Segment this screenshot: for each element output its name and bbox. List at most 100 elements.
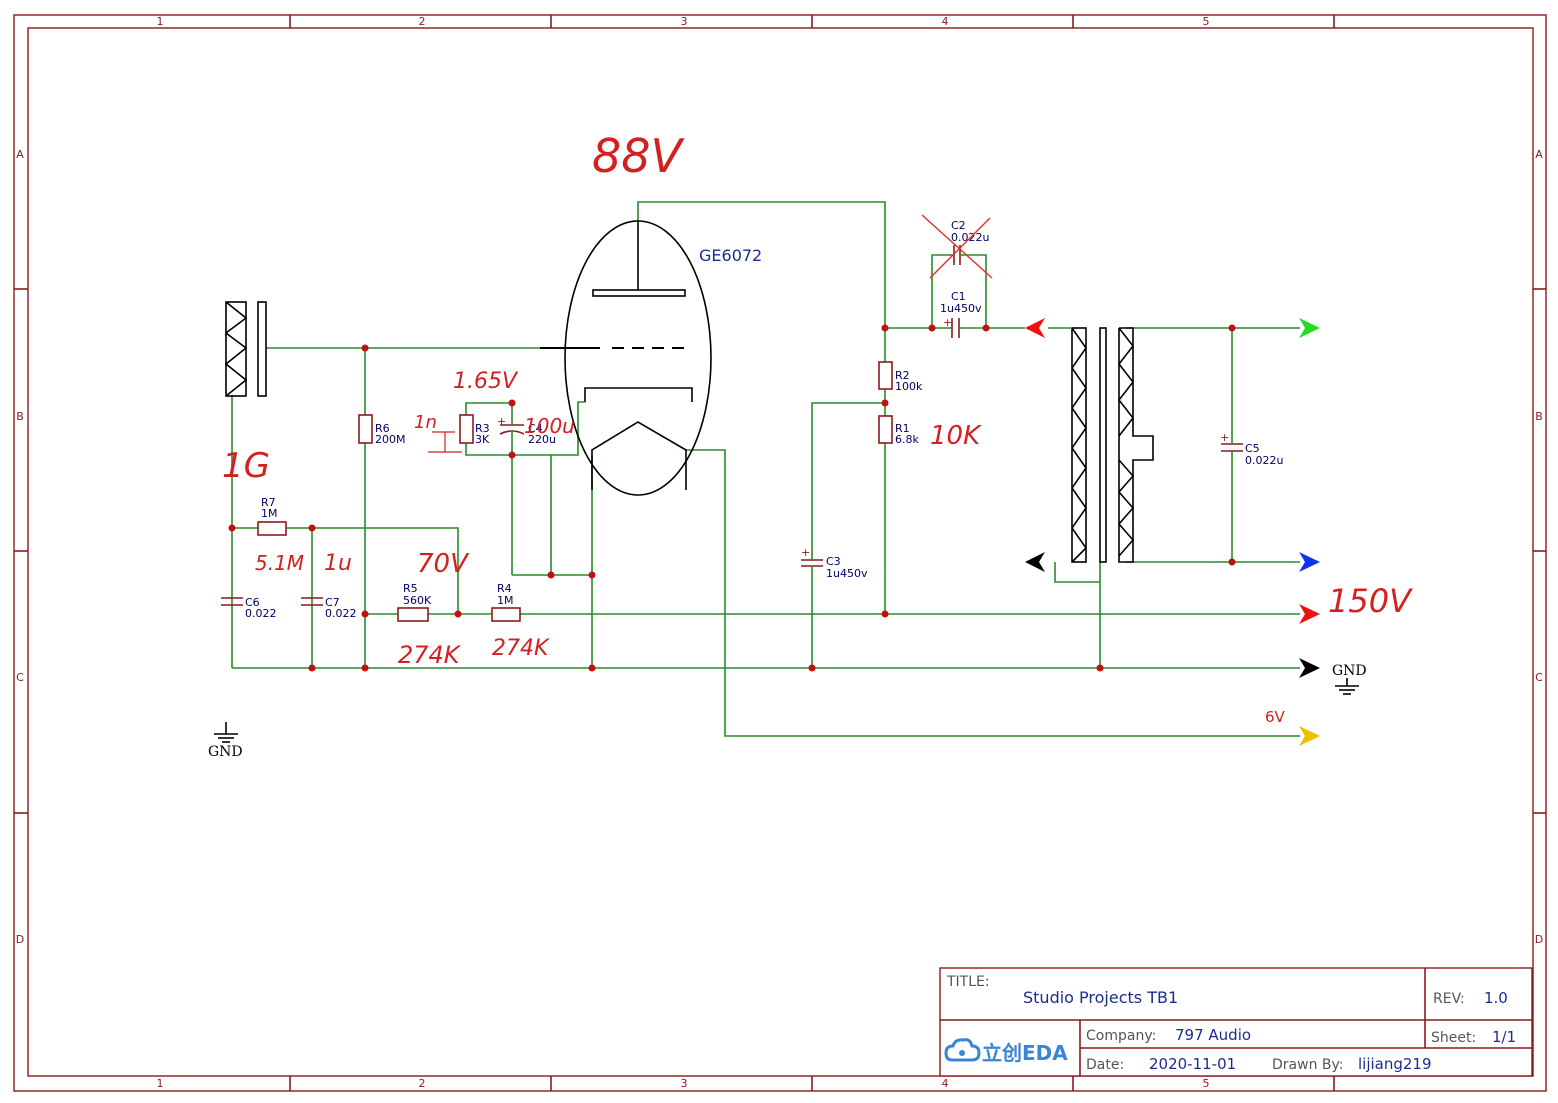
- gnd-symbol-left: GND: [208, 722, 243, 760]
- capacitor-c6: [221, 597, 243, 606]
- resistor-r6: [358, 414, 373, 444]
- row-label-d-right: D: [1535, 933, 1543, 946]
- eda-logo: 立创EDA: [944, 1038, 1068, 1065]
- row-label-c: C: [16, 671, 24, 684]
- title-block: TITLE: Studio Projects TB1 REV: 1.0 Comp…: [939, 967, 1533, 1077]
- resistors: R7 1M R6 200M R3 3K R5 560K R4 1M R2 100…: [257, 361, 923, 622]
- gnd-symbol-right: GND: [1332, 663, 1367, 695]
- note-r1: 10K: [930, 421, 982, 451]
- col-label-5-bottom: 5: [1203, 1077, 1210, 1090]
- c6-value: 0.022: [245, 607, 277, 620]
- heater-arrow-yellow: [1299, 726, 1320, 746]
- note-cathode-res: 1n: [414, 412, 437, 433]
- c3-ref: C3: [826, 555, 841, 568]
- date-label: Date:: [1086, 1057, 1124, 1073]
- note-supply-voltage: 150V: [1328, 582, 1413, 620]
- r1-value: 6.8k: [895, 433, 919, 446]
- sheet-label: Sheet:: [1431, 1030, 1476, 1046]
- note-grid-res: 1G: [222, 446, 270, 486]
- row-label-b: B: [16, 410, 24, 423]
- drawn-by-label: Drawn By:: [1272, 1057, 1343, 1073]
- c1-value: 1u450v: [940, 302, 982, 315]
- handwritten-annotations: 88V 1.65V 100u 1n 1G 5.1M 1u 70V 274K 27…: [222, 129, 1413, 669]
- c3-value: 1u450v: [826, 567, 868, 580]
- r5-value: 560K: [403, 594, 432, 607]
- junction-dots: [228, 324, 1236, 672]
- r7-ref: R7: [261, 496, 276, 509]
- capacitor-c7: [301, 597, 323, 606]
- r6-value: 200M: [375, 433, 406, 446]
- note-r7: 5.1M: [255, 551, 304, 575]
- capacitor-c1: +: [943, 316, 964, 338]
- drawing-frame: 1 2 3 4 5 1 2 3 4 5 A B C D A B C D: [13, 14, 1547, 1092]
- c5-ref: C5: [1245, 442, 1260, 455]
- svg-text:+: +: [943, 316, 952, 329]
- title-label: TITLE:: [946, 974, 990, 990]
- c7-ref: C7: [325, 596, 340, 609]
- capacitors: + C4 220u C6 0.022 C7 0.022 + C3 1u450v: [221, 214, 1283, 620]
- c6-ref: C6: [245, 596, 260, 609]
- note-r4: 274K: [492, 636, 550, 661]
- company-label: Company:: [1086, 1028, 1156, 1044]
- col-label-1: 1: [157, 15, 164, 28]
- note-c7: 1u: [324, 551, 352, 576]
- r2-ref: R2: [895, 369, 910, 382]
- title-value: Studio Projects TB1: [1023, 988, 1178, 1007]
- row-label-c-right: C: [1535, 671, 1543, 684]
- capacitor-c3: +: [801, 546, 823, 570]
- resistor-r4: [491, 607, 521, 622]
- port-arrows: [1025, 318, 1320, 746]
- row-label-a: A: [16, 148, 24, 161]
- svg-text:+: +: [497, 415, 506, 428]
- note-cathode-voltage: 1.65V: [453, 369, 519, 394]
- note-node-voltage: 70V: [417, 549, 470, 579]
- c5-value: 0.022u: [1245, 454, 1283, 467]
- resistor-r1: [878, 415, 893, 444]
- output-arrow-green: [1299, 318, 1320, 338]
- capacitor-c4: +: [497, 415, 525, 443]
- gnd-arrow-black: [1299, 658, 1320, 678]
- col-label-5: 5: [1203, 15, 1210, 28]
- r4-value: 1M: [497, 594, 514, 607]
- c2-cross-mark: [921, 214, 993, 279]
- r3-ref: R3: [475, 422, 490, 435]
- col-label-4-bottom: 4: [942, 1077, 949, 1090]
- r6-ref: R6: [375, 422, 390, 435]
- capacitor-c5: +: [1220, 431, 1243, 455]
- cloud-icon: [944, 1038, 981, 1062]
- c2-ref: C2: [951, 219, 966, 232]
- svg-text:+: +: [801, 546, 810, 559]
- row-label-a-right: A: [1535, 148, 1543, 161]
- heater-port-label: 6V: [1265, 708, 1286, 726]
- date-value: 2020-11-01: [1149, 1055, 1236, 1073]
- company-value: 797 Audio: [1175, 1026, 1251, 1044]
- drawn-by-value: lijiang219: [1358, 1055, 1432, 1073]
- resistor-r3: [459, 414, 474, 444]
- wires: [231, 201, 1300, 737]
- row-label-d: D: [16, 933, 24, 946]
- tube-ge6072: GE6072: [540, 220, 762, 496]
- col-label-1-bottom: 1: [157, 1077, 164, 1090]
- rev-label: REV:: [1433, 991, 1465, 1007]
- eda-logo-text: 立创EDA: [982, 1041, 1068, 1065]
- r3-value: 3K: [475, 433, 490, 446]
- note-r5: 274K: [398, 641, 462, 669]
- c4-ref: C4: [528, 422, 543, 435]
- r5-ref: R5: [403, 582, 418, 595]
- gnd-label-right: GND: [1332, 663, 1367, 679]
- col-label-2-bottom: 2: [419, 1077, 426, 1090]
- note-plate-voltage: 88V: [592, 129, 686, 183]
- input-arrow-red: [1025, 318, 1045, 338]
- supply-arrow-red: [1299, 604, 1320, 624]
- resistor-r2: [878, 361, 893, 390]
- r1-ref: R1: [895, 422, 910, 435]
- mic-capsule-symbol: [224, 301, 267, 397]
- note-cathode-cap: 100u: [524, 414, 575, 438]
- c7-value: 0.022: [325, 607, 357, 620]
- r7-value: 1M: [261, 507, 278, 520]
- output-arrow-blue: [1299, 552, 1320, 572]
- col-label-2: 2: [419, 15, 426, 28]
- r2-value: 100k: [895, 380, 923, 393]
- col-label-4: 4: [942, 15, 949, 28]
